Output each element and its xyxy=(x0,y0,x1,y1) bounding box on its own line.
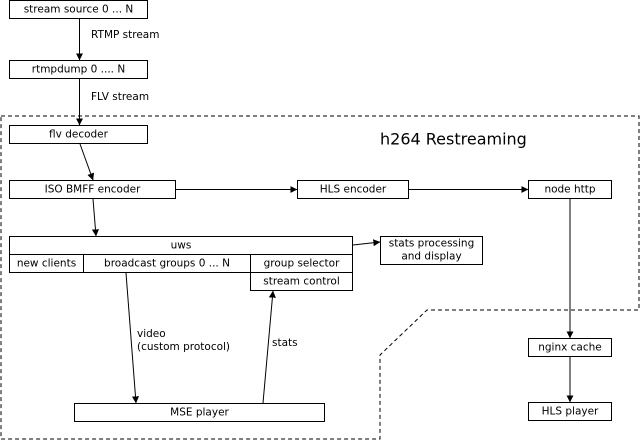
node-stream-control-label: stream control xyxy=(263,276,340,288)
node-rtmpdump-label: rtmpdump 0 .... N xyxy=(32,64,125,76)
node-stream-source: stream source 0 ... N xyxy=(9,0,148,19)
node-node-http-label: node http xyxy=(544,184,595,196)
node-stream-source-label: stream source 0 ... N xyxy=(24,4,134,16)
edge-label-stats: stats xyxy=(272,337,298,349)
node-stream-control: stream control xyxy=(250,272,353,291)
diagram-title: h264 Restreaming xyxy=(380,130,527,149)
edge-broadcast-groups-to-mse-player xyxy=(125,272,139,404)
node-broadcast-groups-label: broadcast groups 0 ... N xyxy=(104,258,230,270)
node-mse-player: MSE player xyxy=(74,403,325,422)
node-iso-bmff-encoder-label: ISO BMFF encoder xyxy=(45,184,141,196)
node-stats-processing-label-1: stats processing xyxy=(389,238,475,250)
node-hls-player-label: HLS player xyxy=(542,406,599,418)
node-flv-decoder-label: flv decoder xyxy=(49,129,109,141)
edge-uws-to-stats-processing xyxy=(352,239,381,247)
edge-label-video: video xyxy=(137,328,166,340)
node-new-clients-label: new clients xyxy=(17,258,76,270)
node-new-clients: new clients xyxy=(9,254,84,273)
node-group-selector-label: group selector xyxy=(264,258,340,270)
node-hls-encoder-label: HLS encoder xyxy=(320,184,387,196)
node-stats-processing-label-2: and display xyxy=(401,251,461,263)
node-iso-bmff-encoder: ISO BMFF encoder xyxy=(9,180,176,199)
node-broadcast-groups: broadcast groups 0 ... N xyxy=(83,254,251,273)
node-uws-label: uws xyxy=(171,240,192,252)
node-mse-player-label: MSE player xyxy=(170,407,229,419)
edge-label-flv-stream: FLV stream xyxy=(91,91,149,103)
node-uws: uws xyxy=(9,236,353,255)
restreaming-boundary xyxy=(0,115,640,440)
node-group-selector: group selector xyxy=(250,254,353,273)
node-flv-decoder: flv decoder xyxy=(9,125,148,144)
edge-label-custom-protocol: (custom protocol) xyxy=(137,341,230,353)
node-node-http: node http xyxy=(528,180,612,199)
edge-mse-player-to-stream-control xyxy=(262,290,276,404)
edge-label-rtmp-stream: RTMP stream xyxy=(91,29,159,41)
edge-flv-decoder-to-iso-bmff xyxy=(79,143,95,181)
node-nginx-cache: nginx cache xyxy=(528,338,612,357)
node-rtmpdump: rtmpdump 0 .... N xyxy=(9,60,148,79)
node-hls-encoder: HLS encoder xyxy=(297,180,409,199)
node-stats-processing: stats processing and display xyxy=(380,236,483,265)
edge-iso-bmff-to-uws xyxy=(91,198,99,237)
node-hls-player: HLS player xyxy=(528,402,612,421)
node-nginx-cache-label: nginx cache xyxy=(538,342,602,354)
